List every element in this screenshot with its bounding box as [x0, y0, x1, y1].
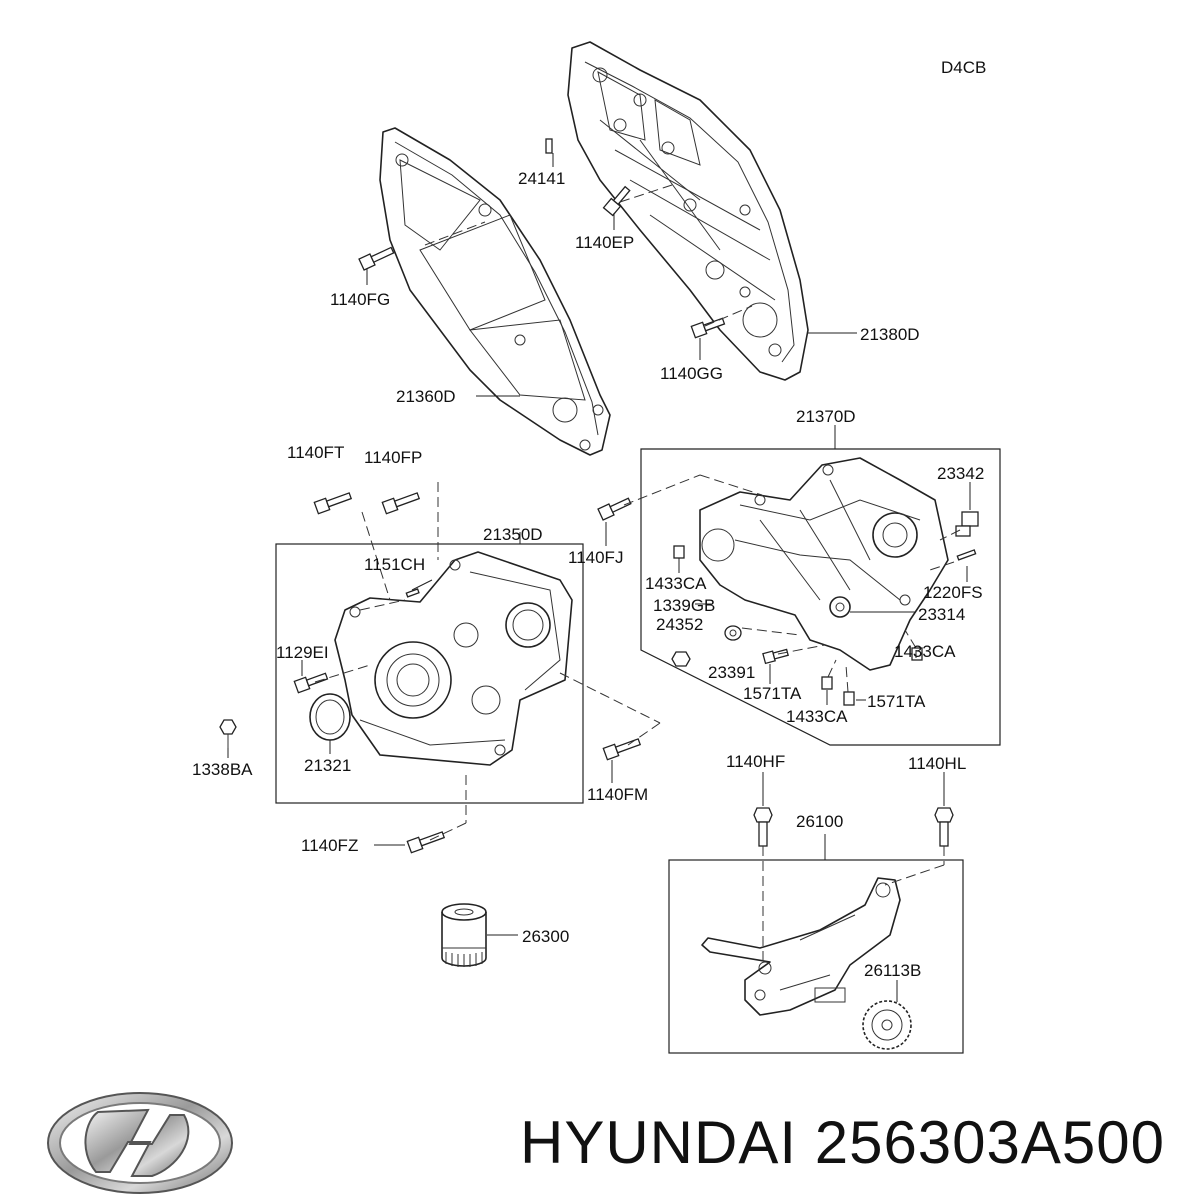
label-1433CA-right: 1433CA [894, 642, 956, 661]
label-21370D: 21370D [796, 407, 856, 426]
label-26100: 26100 [796, 812, 843, 831]
label-26113B: 26113B [864, 961, 921, 980]
label-1338BA: 1338BA [192, 760, 253, 779]
label-1140FT: 1140FT [287, 443, 344, 462]
timing-cover-upper-front [379, 127, 611, 456]
label-24352: 24352 [656, 615, 703, 634]
label-1140FJ: 1140FJ [568, 548, 623, 567]
oil-pressure-switch [955, 511, 979, 537]
oil-pump-assembly [701, 877, 901, 1016]
brand-caption: HYUNDAI 256303A500 [520, 1109, 1166, 1176]
part-labels: D4CB 24141 1140EP 1140FG 21380D 1140GG 2… [192, 58, 986, 980]
label-1140GG: 1140GG [660, 364, 723, 383]
label-24141: 24141 [518, 169, 565, 188]
label-23391: 23391 [708, 663, 755, 682]
label-1433CA-upper: 1433CA [645, 574, 707, 593]
label-1140FP: 1140FP [364, 448, 422, 467]
label-1129EI: 1129EI [276, 643, 329, 662]
bolts [219, 138, 977, 854]
label-1140FM: 1140FM [587, 785, 648, 804]
label-1140FZ: 1140FZ [301, 836, 358, 855]
label-23314: 23314 [918, 605, 965, 624]
label-1140HL: 1140HL [908, 754, 966, 773]
engine-code-label: D4CB [941, 58, 986, 77]
assembly-lines [314, 184, 961, 962]
label-26300: 26300 [522, 927, 569, 946]
hyundai-logo-icon [47, 1092, 233, 1194]
label-23342: 23342 [937, 464, 984, 483]
oil-filter [441, 903, 487, 967]
label-21380D: 21380D [860, 325, 920, 344]
label-1339GB: 1339GB [653, 596, 715, 615]
group-box-26100 [668, 859, 964, 1054]
oil-seal-ring [309, 693, 351, 741]
label-1140FG: 1140FG [330, 290, 390, 309]
label-21360D: 21360D [396, 387, 456, 406]
label-1571TA-left: 1571TA [743, 684, 802, 703]
oil-pump-cover [699, 457, 949, 671]
label-1433CA-bottom: 1433CA [786, 707, 848, 726]
group-box-21350D [275, 543, 584, 804]
group-box-21370D [640, 448, 1001, 746]
label-1220FS: 1220FS [923, 583, 983, 602]
label-1140EP: 1140EP [575, 233, 634, 252]
label-1151CH: 1151CH [364, 555, 425, 574]
label-1140HF: 1140HF [726, 752, 785, 771]
leader-lines [227, 153, 971, 1002]
oil-pump-sprocket [862, 1000, 912, 1050]
label-1571TA-right: 1571TA [867, 692, 926, 711]
timing-case-front [334, 551, 573, 766]
label-21350D: 21350D [483, 525, 543, 544]
timing-cover-upper-rear [567, 41, 809, 381]
label-21321: 21321 [304, 756, 351, 775]
